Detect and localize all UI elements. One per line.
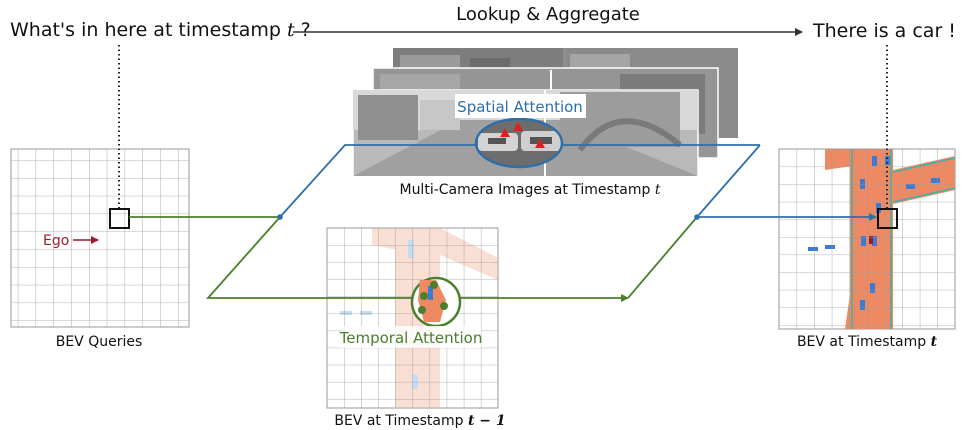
split-node: [277, 214, 283, 220]
bev-queries-grid: [10, 148, 190, 328]
temporal-attention-label-bg: [341, 326, 481, 348]
spatial-flow-line: [279, 144, 476, 218]
temporal-attention-lens: [410, 276, 462, 328]
ego-label: Ego: [43, 233, 69, 249]
camera-images: Spatial Attention: [352, 48, 738, 177]
answer-text: There is a car !: [812, 20, 956, 42]
spatial-attention-lens: [474, 117, 564, 169]
merge-node: [694, 214, 700, 220]
query-text: What's in here at timestamp t ?: [10, 19, 311, 41]
temporal-flow-line: [205, 216, 412, 299]
bev-curr-caption: BEV at Timestamp t: [797, 334, 938, 350]
bev-prev-caption: BEV at Timestamp t − 1: [334, 413, 505, 429]
header-text: Lookup & Aggregate: [456, 4, 640, 25]
bev-curr-grid: [778, 148, 956, 330]
query-qmark: ?: [301, 19, 311, 41]
bev-prev-var: t − 1: [468, 413, 506, 429]
answer-cell: [877, 208, 898, 229]
bev-prev-grid: [326, 227, 499, 409]
spatial-down-line: [696, 144, 761, 218]
temporal-up-line: [627, 216, 698, 299]
query-cell: [109, 208, 130, 229]
temporal-attention-label: Temporal Attention: [339, 329, 483, 347]
spatial-attention-label-bg: [455, 94, 586, 118]
camera-var: t: [655, 182, 661, 198]
query-var: t: [287, 19, 295, 41]
camera-caption: Multi-Camera Images at Timestamp t: [399, 182, 660, 198]
bev-curr-var: t: [931, 334, 938, 350]
bev-queries-label: BEV Queries: [56, 334, 143, 350]
spatial-attention-label: Spatial Attention: [457, 98, 583, 116]
